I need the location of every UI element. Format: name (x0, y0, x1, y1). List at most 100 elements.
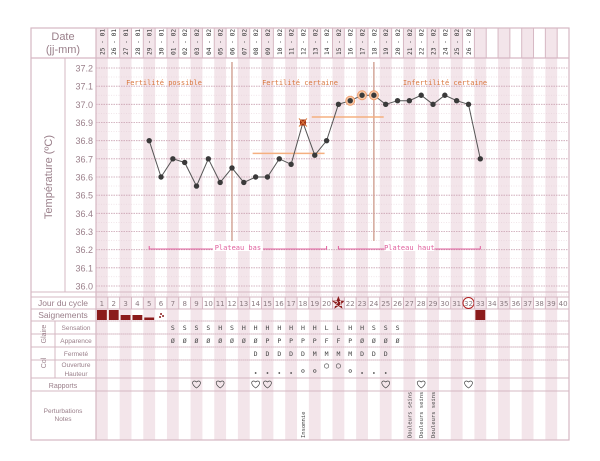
date-cell: 26 - 02 (466, 29, 473, 55)
sensation-value: H (348, 324, 352, 332)
date-shade (545, 28, 558, 58)
sensation-value: H (254, 324, 258, 332)
date-shade (285, 28, 298, 58)
sensation-value: H (242, 324, 246, 332)
appearance-value: P (289, 337, 293, 345)
temperature-point (465, 101, 472, 108)
temperature-point (442, 92, 448, 98)
cycle-day-number: 14 (251, 300, 260, 308)
date-cell: 20 - 02 (395, 29, 402, 55)
cycle-day-number: 10 (204, 300, 213, 308)
opening-label: Ouverture (62, 362, 91, 369)
notes-label: Perturbations (44, 408, 83, 415)
appearance-value: P (266, 337, 270, 345)
sensation-value: L (325, 324, 329, 332)
date-shade (308, 28, 321, 58)
firmness-value: D (266, 350, 270, 358)
note-text: Insomnie (301, 412, 307, 439)
heart-icon (263, 380, 272, 389)
date-cell: 10 - 02 (277, 29, 284, 55)
date-shade (403, 28, 416, 58)
appearance-value: P (301, 337, 305, 345)
plateau-label-bg (384, 241, 435, 251)
date-cell: 22 - 02 (419, 29, 426, 55)
firmness-value: M (325, 350, 329, 358)
zone-label: Fertilité certaine (262, 79, 338, 87)
cycle-day-number: 11 (216, 300, 225, 308)
y-tick-label: 36.7 (75, 154, 93, 164)
appearance-value: Ø (384, 337, 388, 345)
column-shade (545, 58, 558, 440)
date-cell: 08 - 02 (253, 29, 260, 55)
y-tick-label: 37.1 (75, 82, 93, 92)
cross-icon (298, 118, 308, 127)
column-shade (498, 58, 510, 440)
temperature-point (323, 137, 330, 144)
date-shade (521, 28, 534, 58)
date-shade (332, 28, 345, 58)
temperature-point (241, 179, 247, 186)
sensation-value: H (313, 324, 317, 332)
y-tick-label: 36.2 (75, 245, 93, 255)
y-tick-label: 37.2 (75, 64, 93, 74)
notes-label: Notes (55, 416, 73, 423)
temperature-point (418, 92, 424, 98)
cycle-day-number: 25 (381, 300, 390, 308)
cycle-day-number: 37 (523, 300, 532, 308)
date-cell: 07 - 02 (241, 29, 248, 55)
star-icon (331, 296, 346, 309)
sensation-value: S (384, 324, 388, 332)
date-shade (237, 28, 250, 58)
sensation-value: H (289, 324, 293, 332)
cycle-day-number: 26 (393, 300, 402, 308)
y-tick-label: 36.0 (75, 282, 93, 292)
plateau-label-bg (212, 241, 263, 251)
cycle-day-label: Jour du cycle (38, 298, 88, 308)
firmness-value: M (348, 350, 352, 358)
cycle-day-number: 12 (228, 300, 237, 308)
height-label: Hauteur (64, 371, 88, 378)
cycle-day-number: 5 (147, 300, 151, 308)
cervix-low-dot (372, 372, 375, 374)
bleeding-bar (97, 310, 107, 320)
date-cell: 27 - 01 (123, 29, 130, 55)
cycle-day-number: 16 (275, 300, 284, 308)
date-cell: 13 - 02 (312, 29, 319, 55)
temperature-point (252, 174, 259, 180)
cervix-mid-circle (313, 369, 317, 373)
cervix-mid-circle (301, 369, 305, 373)
note-text: Douleurs seins (407, 392, 413, 438)
zone-label: Fertilité possible (126, 79, 202, 87)
date-cell: 24 - 02 (442, 29, 449, 55)
y-tick-label: 36.1 (75, 263, 93, 273)
date-cell: 16 - 02 (348, 29, 355, 55)
note-text: Douleurs seins (431, 392, 437, 438)
plateau-label: Plateau bas (215, 244, 261, 252)
y-tick-label: 36.4 (75, 209, 93, 219)
cervix-high-circle (324, 363, 330, 369)
temperature-point (430, 101, 436, 108)
date-shade (143, 28, 156, 58)
temperature-point (347, 98, 353, 104)
cervix-low-dot (254, 372, 257, 374)
appearance-value: Ø (254, 337, 258, 345)
appearance-value: Ø (396, 337, 400, 345)
date-cell: 25 - 02 (454, 29, 461, 55)
date-cell: 28 - 01 (135, 29, 142, 55)
date-cell: 12 - 02 (300, 29, 307, 55)
bleeding-label: Saignements (38, 310, 88, 320)
firmness-value: D (289, 350, 293, 358)
sensation-label: Sensation (62, 325, 91, 332)
cycle-day-number: 8 (182, 300, 186, 308)
bleeding-bar (120, 315, 131, 320)
date-cell: 17 - 02 (360, 29, 367, 55)
date-format-label: (jj-mm) (46, 44, 80, 56)
sensation-value: H (266, 324, 270, 332)
date-label: Date (51, 31, 74, 43)
date-cell: 29 - 01 (147, 29, 154, 55)
temperature-point (193, 183, 200, 189)
temperature-point (406, 98, 413, 104)
date-cell: 25 - 01 (99, 29, 106, 55)
appearance-value: P (277, 337, 281, 345)
heart-icon (464, 380, 473, 389)
